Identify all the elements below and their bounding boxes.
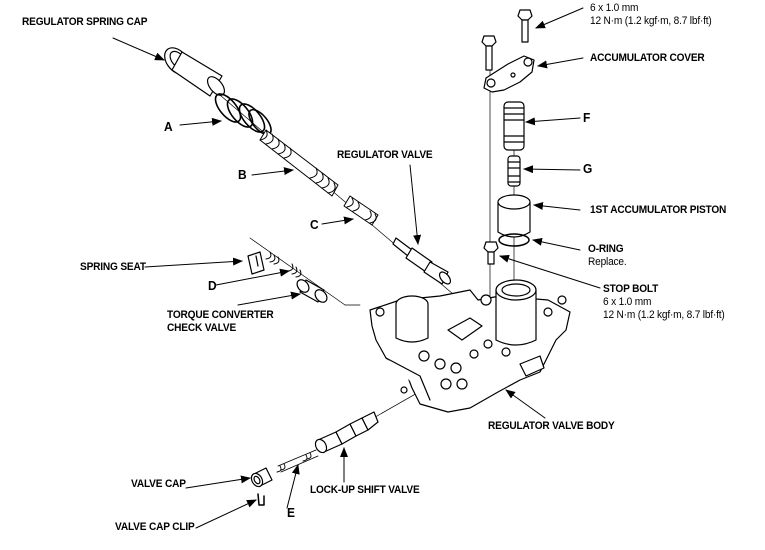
- label-cover-bolt-torque: 12 N·m (1.2 kgf·m, 8.7 lbf·ft): [590, 15, 712, 27]
- spring-g: [507, 155, 521, 187]
- torque-converter-check-valve: [296, 279, 328, 303]
- regulator-spring-cap: [164, 47, 226, 97]
- label-stop-bolt-torque: 12 N·m (1.2 kgf·m, 8.7 lbf·ft): [603, 309, 725, 321]
- label-valve-cap-clip: VALVE CAP CLIP: [115, 521, 195, 533]
- label-cover-bolt-spec: 6 x 1.0 mm 12 N·m (1.2 kgf·m, 8.7 lbf·ft…: [590, 2, 712, 28]
- label-o-ring-group: O-RING Replace.: [588, 243, 627, 269]
- spring-e: [276, 449, 319, 473]
- label-regulator-spring-cap: REGULATOR SPRING CAP: [22, 16, 148, 28]
- valve-cap-clip: [257, 493, 265, 506]
- label-o-ring: O-RING: [588, 243, 624, 255]
- accumulator-cover-bolt-upper: [517, 9, 533, 43]
- label-regulator-valve-body: REGULATOR VALVE BODY: [488, 420, 615, 432]
- label-torque-converter-check-valve: TORQUE CONVERTER CHECK VALVE: [167, 309, 274, 335]
- spring-seat: [247, 251, 265, 275]
- spring-a: [214, 93, 272, 136]
- first-accumulator-piston: [497, 194, 531, 238]
- label-b: B: [238, 167, 247, 182]
- label-first-accumulator-piston: 1ST ACCUMULATOR PISTON: [590, 204, 727, 216]
- label-stop-bolt-group: STOP BOLT 6 x 1.0 mm 12 N·m (1.2 kgf·m, …: [603, 283, 725, 322]
- label-a: A: [164, 119, 173, 134]
- label-d: D: [208, 278, 217, 293]
- valve-cap: [250, 467, 273, 488]
- label-e: E: [287, 505, 295, 520]
- spring-c: [343, 195, 379, 226]
- label-stop-bolt-size: 6 x 1.0 mm: [603, 296, 652, 308]
- spring-d: [265, 251, 302, 278]
- stop-bolt: [483, 241, 499, 265]
- label-f: F: [583, 110, 591, 125]
- label-check-valve-line2: CHECK VALVE: [167, 322, 237, 334]
- accumulator-cover-bolt-lower: [481, 35, 497, 71]
- label-cover-bolt-size: 6 x 1.0 mm: [590, 2, 639, 14]
- label-stop-bolt: STOP BOLT: [603, 283, 659, 295]
- label-lock-up-shift-valve: LOCK-UP SHIFT VALVE: [310, 484, 420, 496]
- regulator-valve: [392, 237, 452, 285]
- label-accumulator-cover: ACCUMULATOR COVER: [590, 52, 705, 64]
- label-torque-converter-line1: TORQUE CONVERTER: [167, 309, 274, 321]
- label-regulator-valve: REGULATOR VALVE: [337, 149, 433, 161]
- spring-f: [503, 101, 525, 151]
- label-valve-cap: VALVE CAP: [131, 478, 186, 490]
- o-ring: [498, 233, 530, 247]
- label-spring-seat: SPRING SEAT: [80, 261, 146, 273]
- lock-up-shift-valve: [314, 411, 379, 454]
- regulator-valve-body: [369, 279, 571, 413]
- leader-lines: [112, 7, 601, 529]
- label-g: G: [583, 161, 593, 176]
- label-c: C: [310, 217, 319, 232]
- label-o-ring-note: Replace.: [588, 256, 627, 268]
- accumulator-cover: [483, 55, 535, 93]
- spring-b: [259, 129, 339, 197]
